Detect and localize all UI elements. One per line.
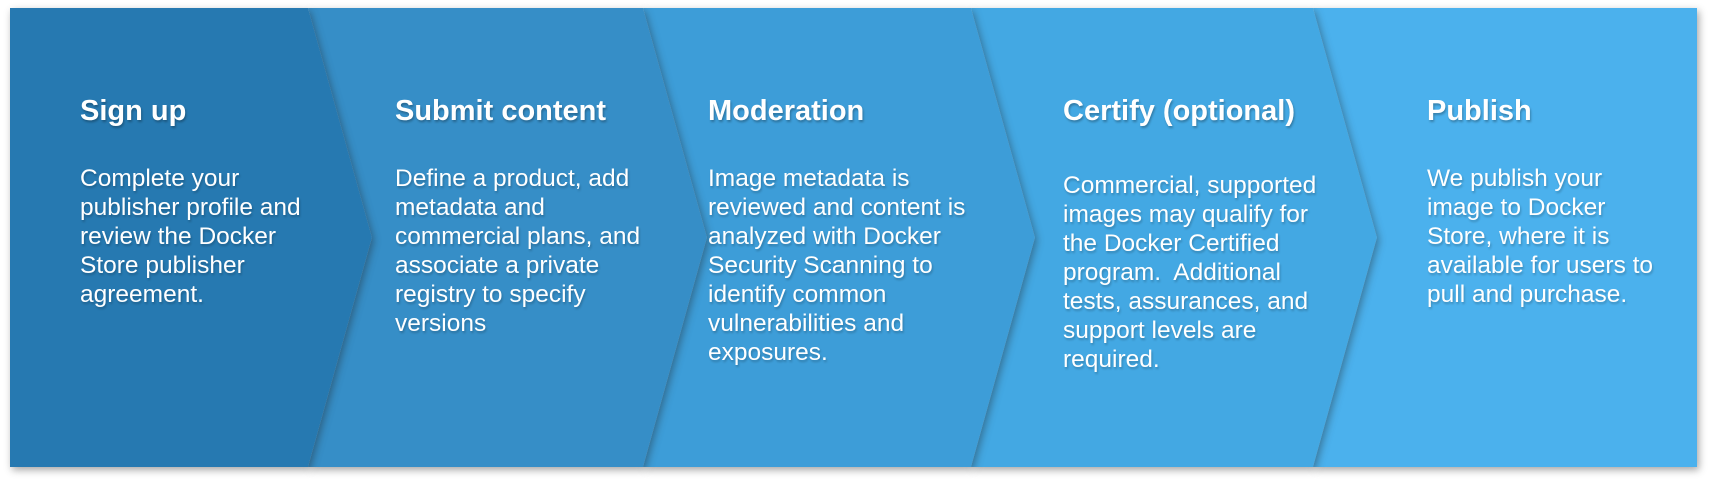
chevron-flow: Sign up Complete your publisher profile … [10, 8, 1697, 467]
step-3-title: Moderation [708, 95, 865, 127]
step-4-chevron [971, 8, 1377, 467]
step-5-title: Publish [1427, 95, 1532, 127]
step-4-title: Certify (optional) [1063, 95, 1295, 127]
step-1-description: Complete your publisher profile and revi… [80, 165, 301, 308]
step-5-chevron-shape [1313, 8, 1697, 467]
step-3-chevron-shape [643, 8, 1035, 467]
step-3-chevron [643, 8, 1035, 467]
step-5-description: We publish your image to Docker Store, w… [1427, 165, 1654, 308]
step-5-chevron [1313, 8, 1697, 467]
step-1-chevron [10, 8, 372, 467]
step-2-chevron [308, 8, 707, 467]
step-2-title: Submit content [395, 95, 607, 127]
step-2-chevron-shape [308, 8, 707, 467]
step-2-description: Define a product, add metadata and comme… [395, 165, 641, 337]
step-1-chevron-shape [10, 8, 372, 467]
step-3-description: Image metadata is reviewed and content i… [708, 165, 966, 366]
step-4-chevron-shape [971, 8, 1377, 467]
step-4-description: Commercial, supported images may qualify… [1063, 172, 1317, 373]
step-1-title: Sign up [80, 95, 187, 127]
